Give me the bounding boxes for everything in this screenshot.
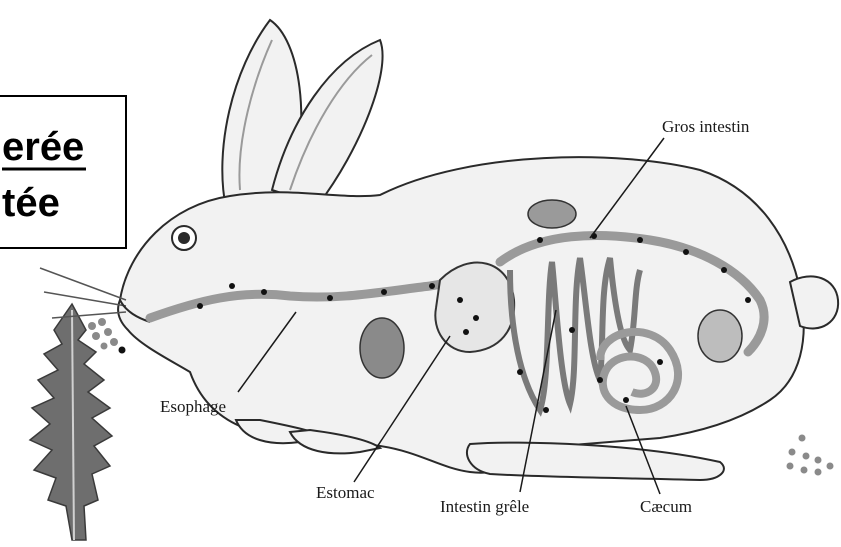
food-particles [88, 318, 126, 354]
label-caecum: Cæcum [640, 497, 692, 516]
label-estomac: Estomac [316, 483, 375, 502]
title-line-1: erée [2, 125, 84, 169]
droppings [787, 435, 834, 476]
label-intestin-grele: Intestin grêle [440, 497, 529, 516]
stomach-organ [435, 263, 514, 352]
label-gros-intestin: Gros intestin [662, 117, 750, 136]
title-box: erée tée [0, 96, 126, 248]
dandelion-leaf-icon [30, 304, 112, 540]
label-esophage: Esophage [160, 397, 226, 416]
title-line-2: tée [2, 181, 60, 225]
